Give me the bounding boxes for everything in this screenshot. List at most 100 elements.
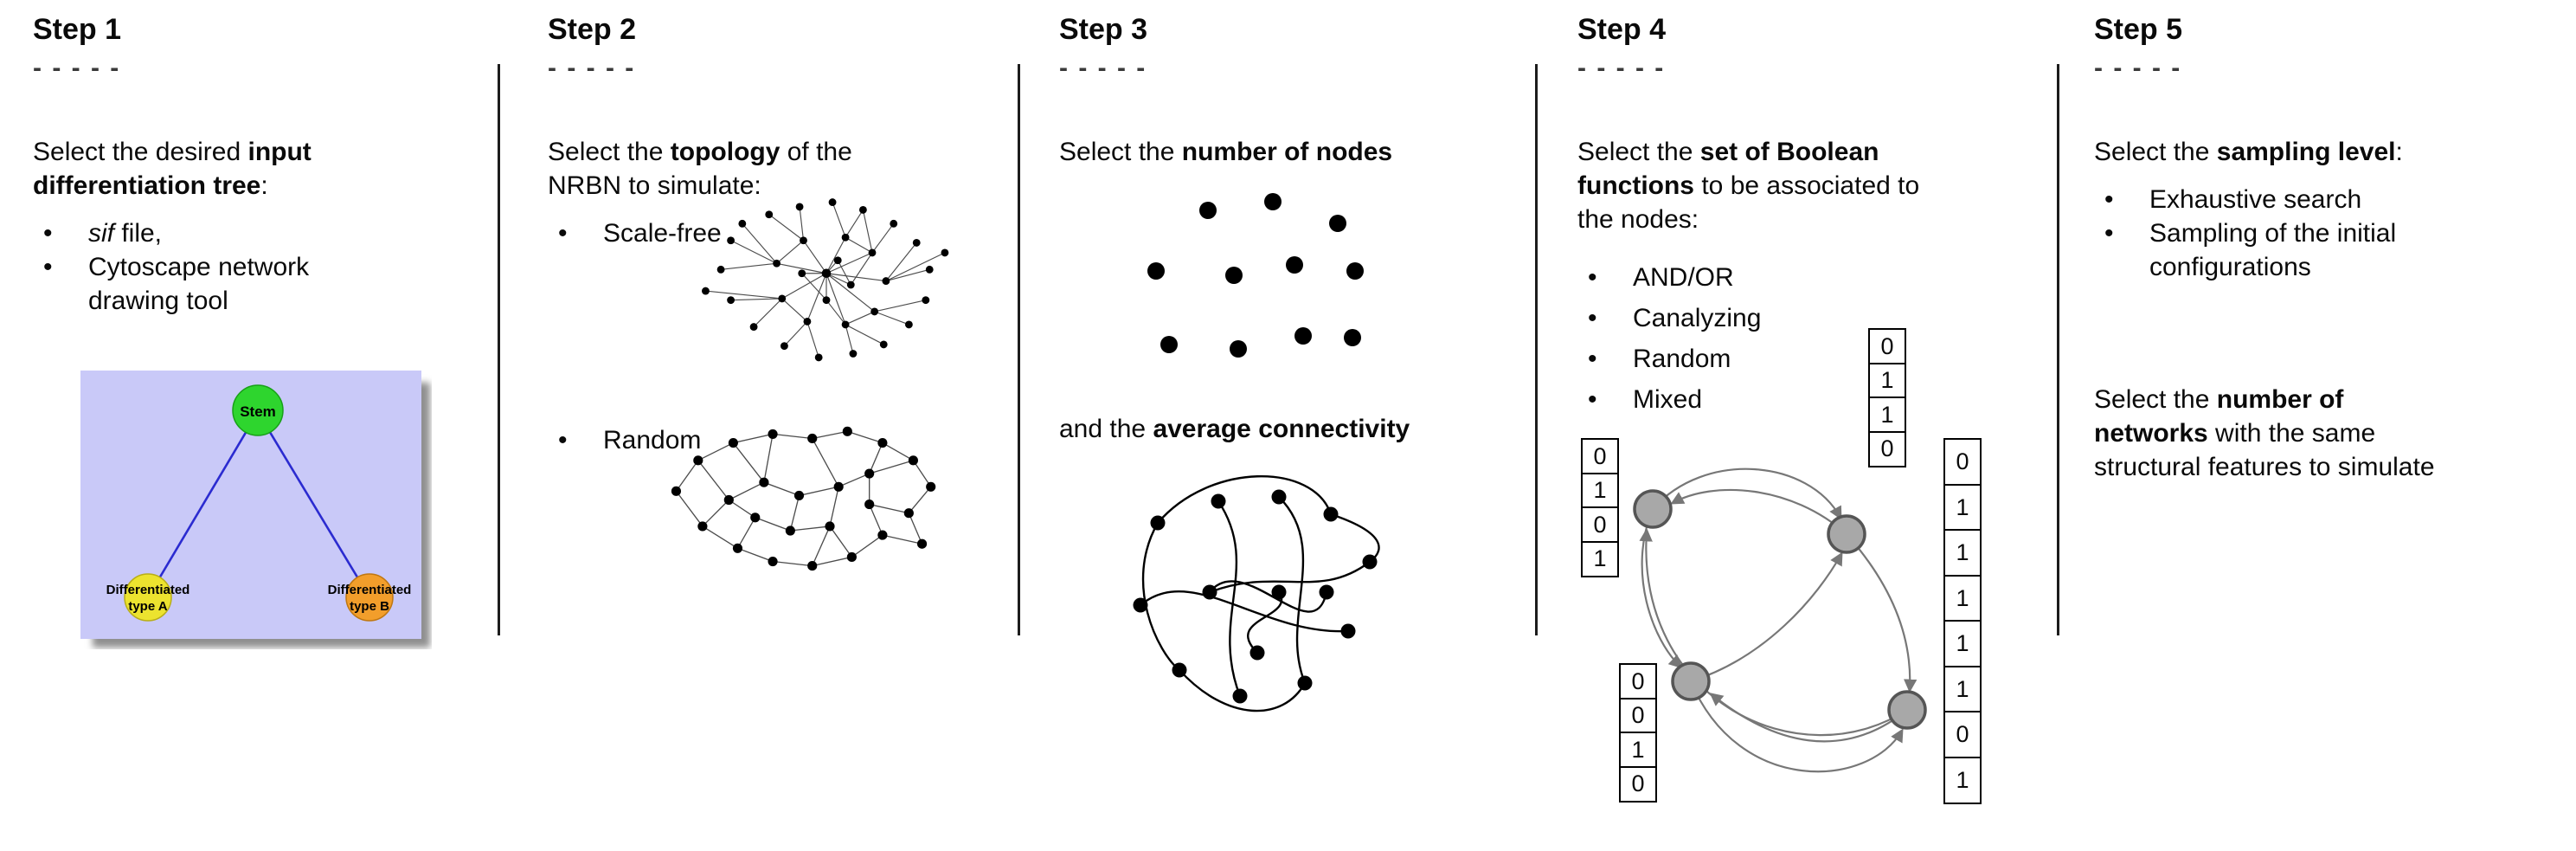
bullet-text: Canalyzing <box>1633 304 1762 332</box>
nodes-dots-figure <box>1147 193 1364 358</box>
step3-title: Step 3 <box>1059 13 1148 46</box>
boolean-network-figure <box>1633 467 1927 773</box>
text-line: functions to be associated to <box>1577 169 2053 203</box>
boolean-network-arrows <box>1639 467 1918 773</box>
gene-node <box>1887 690 1927 730</box>
type-a-node <box>124 573 172 622</box>
text-segment: file, <box>114 219 163 248</box>
bullet-item-canalyzing: Canalyzing <box>1577 298 2053 338</box>
text-segment-bold: set of Boolean <box>1699 138 1879 166</box>
text-line: Select the desired input <box>33 135 500 169</box>
step3-line2: and the average connectivity <box>1059 412 1410 446</box>
truth-table-cell: 0 <box>1581 438 1619 474</box>
type-b-label-line1: Differentiated <box>328 583 412 597</box>
text-segment: Select the <box>1059 138 1182 166</box>
text-segment: : <box>260 171 268 200</box>
text-segment: NRBN to simulate: <box>548 171 761 200</box>
truth-table-cell: 1 <box>1943 665 1982 713</box>
bullet-text: Scale-free <box>603 219 722 248</box>
text-segment: and the <box>1059 415 1153 443</box>
step2-intro: Select the topology of the NRBN to simul… <box>548 135 1015 203</box>
step1-bullet-list: sif file, Cytoscape network drawing tool <box>33 216 500 318</box>
step4-bullet-list: AND/OR Canalyzing Random Mixed <box>1577 257 2053 420</box>
tree-edges <box>146 411 371 598</box>
truth-table-cell: 1 <box>1943 756 1982 804</box>
text-segment: Select the <box>2094 385 2217 414</box>
network-edges <box>675 430 932 567</box>
text-segment: structural features to simulate <box>2094 453 2435 481</box>
text-segment-bold: functions <box>1577 171 1694 200</box>
gene-node <box>1827 514 1866 554</box>
step4-title: Step 4 <box>1577 13 1667 46</box>
step2-bullet-list: Scale-free Random <box>548 216 1015 457</box>
text-line: and the average connectivity <box>1059 412 1410 446</box>
step1-dashes: - - - - - <box>33 54 121 82</box>
truth-table-cell: 1 <box>1581 472 1619 509</box>
network-nodes <box>671 426 936 571</box>
column-divider <box>2057 64 2059 635</box>
text-segment: Select the <box>1577 138 1700 166</box>
text-segment-bold: number of <box>2216 385 2344 414</box>
truth-table-cell: 0 <box>1619 765 1657 803</box>
type-a-label-line1: Differentiated <box>106 583 190 597</box>
truth-table-cell: 1 <box>1943 620 1982 667</box>
network-nodes <box>702 198 949 362</box>
dot-nodes <box>1147 193 1364 358</box>
step1-intro: Select the desired input differentiation… <box>33 135 500 203</box>
column-divider <box>1535 64 1538 635</box>
text-segment-bold: sampling level <box>2216 138 2396 166</box>
text-line: Select the number of <box>2094 383 2572 416</box>
truth-table-cell: 1 <box>1943 574 1982 622</box>
text-segment-bold: topology <box>670 138 781 166</box>
text-segment: the nodes: <box>1577 205 1699 234</box>
truth-table-cell: 1 <box>1868 396 1906 433</box>
bullet-item-cytoscape: Cytoscape network drawing tool <box>33 250 500 318</box>
truth-table-cell: 0 <box>1619 697 1657 734</box>
bullet-item-exhaustive: Exhaustive search <box>2094 183 2572 216</box>
text-segment: with the same <box>2207 419 2376 448</box>
text-segment-bold: average connectivity <box>1153 415 1410 443</box>
bullet-item-mixed: Mixed <box>1577 379 2053 420</box>
text-line: Select the topology of the <box>548 135 1015 169</box>
step1-title: Step 1 <box>33 13 122 46</box>
text-segment-bold: differentiation tree <box>33 171 261 200</box>
text-segment: Select the <box>548 138 671 166</box>
differentiation-tree-svg: Stem Differentiated type A Differentiate… <box>80 371 430 648</box>
text-line: differentiation tree: <box>33 169 500 203</box>
truth-table-cell: 1 <box>1943 483 1982 532</box>
text-line: structural features to simulate <box>2094 450 2572 484</box>
text-line: Select the set of Boolean <box>1577 135 2053 169</box>
random-network-figure <box>671 426 936 571</box>
truth-table-top: 0 1 1 0 <box>1868 328 1906 467</box>
tangle-edges <box>1140 474 1380 712</box>
truth-table-cell: 0 <box>1868 430 1906 467</box>
truth-table-right: 0 1 1 1 1 1 0 1 <box>1943 438 1982 804</box>
step2-column: Step 2 - - - - - Select the topology of … <box>548 12 1015 571</box>
text-segment-bold: input <box>247 138 312 166</box>
bullet-item-and-or: AND/OR <box>1577 257 2053 298</box>
text-segment-italic: sif <box>88 219 114 248</box>
column-divider <box>498 64 500 635</box>
text-line: Select the sampling level: <box>2094 135 2572 169</box>
text-segment-bold: number of nodes <box>1181 138 1393 166</box>
step5-bullet-list: Exhaustive search Sampling of the initia… <box>2094 183 2572 284</box>
differentiation-tree-figure: Stem Differentiated type A Differentiate… <box>80 371 432 649</box>
gene-node <box>1671 661 1711 701</box>
truth-table-bottom: 0 0 1 0 <box>1619 663 1657 803</box>
truth-table-cell: 0 <box>1619 663 1657 699</box>
tangle-nodes <box>1133 489 1378 704</box>
step2-dashes: - - - - - <box>548 54 636 82</box>
type-b-label-line2: type B <box>350 599 389 614</box>
text-line: the nodes: <box>1577 203 2053 236</box>
step5-dashes: - - - - - <box>2094 54 2182 82</box>
bullet-text: Exhaustive search <box>2149 185 2362 214</box>
bullet-text: Sampling of the initial configurations <box>2149 219 2397 281</box>
step4-column: Step 4 - - - - - Select the set of Boole… <box>1577 12 2053 420</box>
truth-table-cell: 0 <box>1943 438 1982 486</box>
truth-table-left: 0 1 0 1 <box>1581 438 1619 577</box>
truth-table-cell: 1 <box>1619 732 1657 768</box>
step4-dashes: - - - - - <box>1577 54 1666 82</box>
text-segment: Select the <box>2094 138 2217 166</box>
boolean-network-nodes <box>1633 489 1927 730</box>
text-segment: to be associated to <box>1694 171 1920 200</box>
